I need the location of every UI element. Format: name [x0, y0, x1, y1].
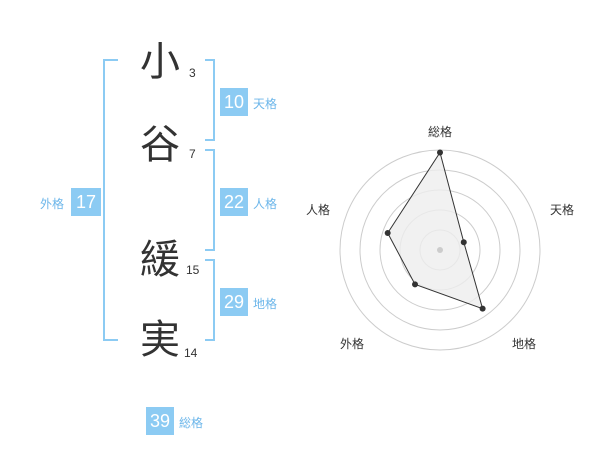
- soukaku-label: 総格: [179, 416, 204, 430]
- name-char-4: 実: [140, 317, 180, 363]
- jinkaku-label: 人格: [253, 197, 278, 211]
- radar-axis-label-0: 総格: [427, 125, 452, 139]
- tenkaku-value: 10: [220, 88, 248, 116]
- soukaku-value: 39: [146, 407, 174, 435]
- radar-point-2: [479, 305, 486, 312]
- gaikaku-bracket: [103, 59, 118, 341]
- radar-point-0: [437, 149, 443, 156]
- stroke-count-2: 7: [189, 147, 196, 161]
- stroke-count-4: 14: [184, 346, 198, 360]
- radar-point-4: [384, 230, 391, 237]
- chikaku-value: 29: [220, 288, 248, 316]
- chikaku-bracket: [205, 259, 215, 341]
- tenkaku-label: 天格: [253, 97, 278, 111]
- radar-axis-label-4: 人格: [305, 203, 330, 217]
- radar-axis-label-2: 地格: [511, 337, 536, 351]
- chikaku-label: 地格: [253, 297, 278, 311]
- name-char-1: 小: [140, 39, 180, 85]
- name-char-2: 谷: [140, 122, 180, 168]
- radar-polygon: [387, 151, 484, 310]
- gaikaku-label: 外格: [40, 197, 65, 211]
- radar-axis-label-3: 外格: [339, 337, 364, 351]
- radar-center: [437, 247, 443, 253]
- jinkaku-bracket: [205, 149, 215, 251]
- gaikaku-value: 17: [71, 188, 101, 216]
- jinkaku-value: 22: [220, 188, 248, 216]
- radar-axis-label-1: 天格: [549, 203, 574, 217]
- stroke-count-3: 15: [186, 263, 200, 277]
- stroke-count-1: 3: [189, 66, 196, 80]
- radar-point-1: [460, 239, 467, 246]
- radar-points: [384, 149, 486, 312]
- tenkaku-bracket: [205, 59, 215, 141]
- radar-point-3: [412, 281, 419, 288]
- name-char-3: 緩: [140, 237, 180, 283]
